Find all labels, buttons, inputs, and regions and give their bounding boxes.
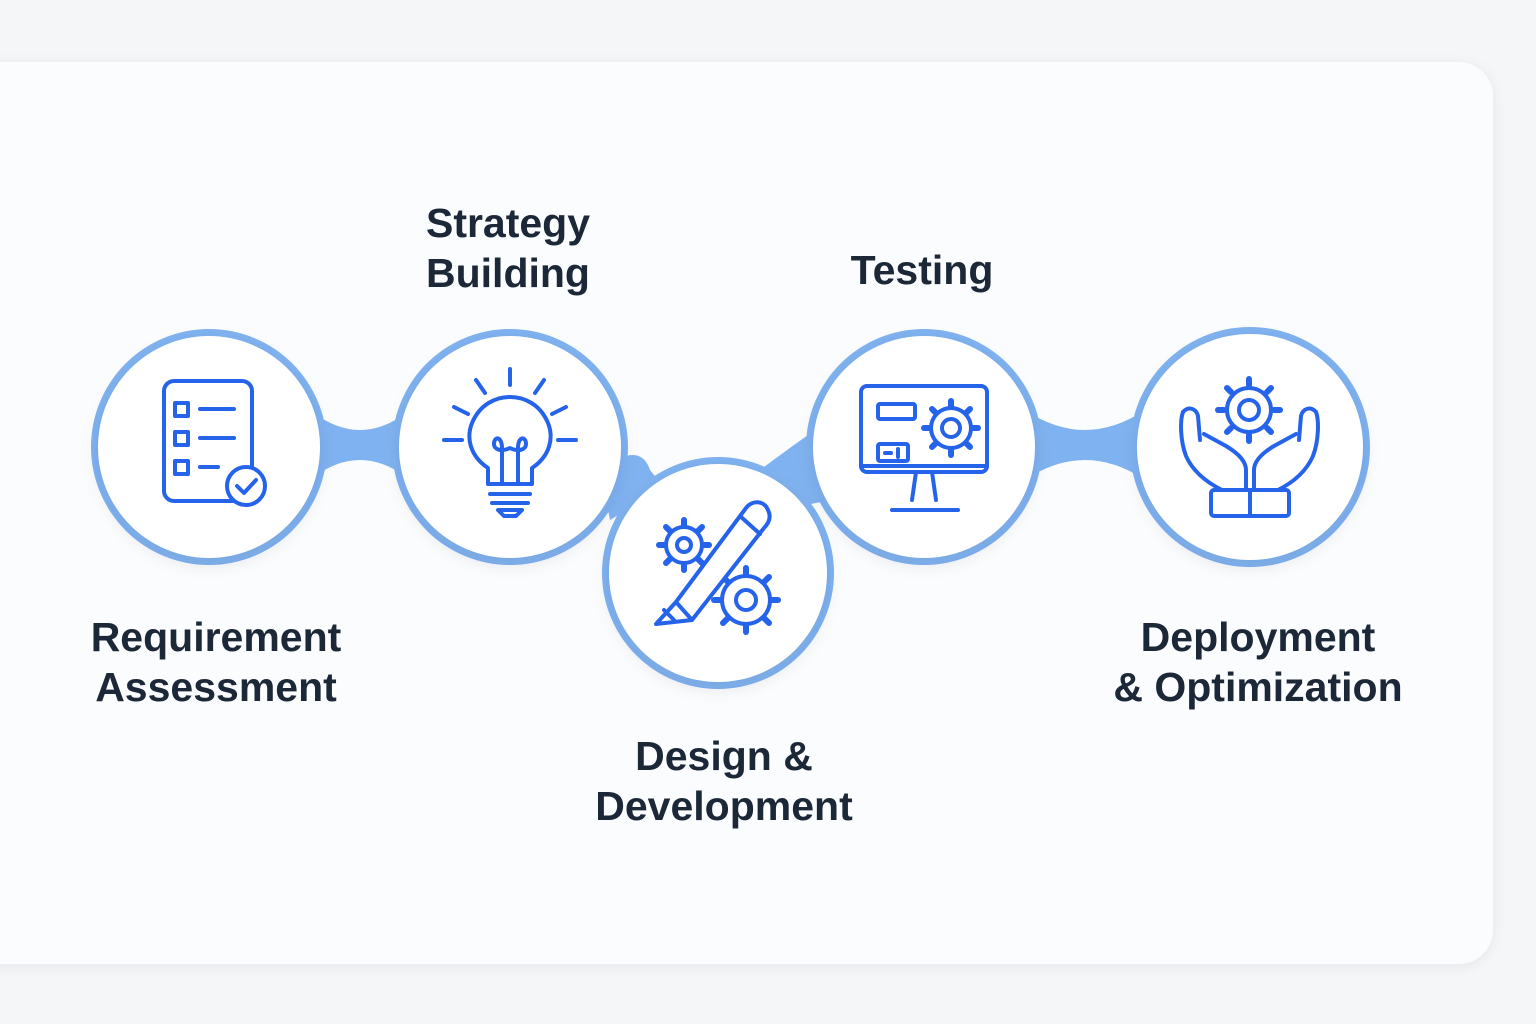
node-requirement <box>91 329 327 565</box>
step-label-testing: Testing <box>850 247 994 293</box>
step-label-strategy: Strategy Building <box>425 200 591 296</box>
node-deployment <box>1130 327 1370 567</box>
checklist-icon <box>162 379 267 507</box>
lightbulb-icon <box>442 367 578 518</box>
node-testing <box>806 329 1042 565</box>
pencil-gears-icon <box>654 500 781 635</box>
monitor-gear-icon <box>859 384 989 512</box>
connector-4-5 <box>1025 410 1145 480</box>
step-label-deployment: Deployment & Optimization <box>1113 614 1403 710</box>
hands-gear-icon <box>1179 376 1320 518</box>
connector-1-2 <box>310 410 410 480</box>
step-label-requirement: Requirement Assessment <box>90 614 342 710</box>
step-label-design: Design & Development <box>595 733 853 829</box>
